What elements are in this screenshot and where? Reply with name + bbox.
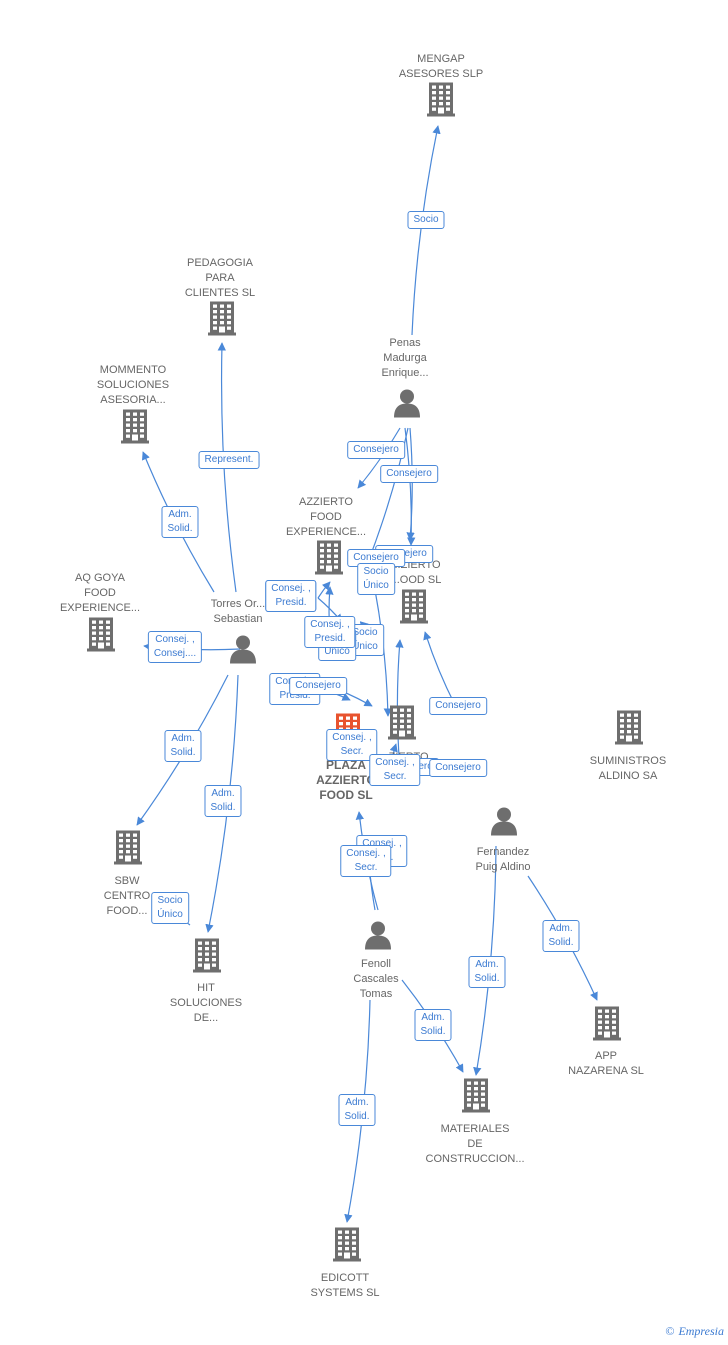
edge-label: Socio [407, 211, 445, 229]
edge-label: Consejero [289, 677, 347, 695]
company-name[interactable]: MATERIALES DE CONSTRUCCION... [425, 1123, 525, 1165]
company-building-icon[interactable] [114, 830, 142, 870]
edge-label: Consej. , Secr. [369, 754, 421, 786]
edge-label: Socio Único [151, 892, 189, 924]
company-building-icon[interactable] [400, 589, 428, 629]
company-name[interactable]: SUMINISTROS ALDINO SA [589, 755, 667, 782]
edge-label: Consejero [429, 759, 487, 777]
edge-label: Represent. [198, 451, 260, 469]
person-icon[interactable] [392, 388, 422, 423]
company-name[interactable]: AQ GOYA FOOD EXPERIENCE... [59, 572, 141, 614]
company-building-icon[interactable] [208, 301, 236, 341]
edge-line [423, 631, 456, 706]
company-name[interactable]: MENGAP ASESORES SLP [398, 53, 484, 80]
company-building-icon[interactable] [615, 710, 643, 750]
edge-line [404, 427, 416, 546]
company-name[interactable]: SBW CENTRO FOOD... [103, 875, 151, 917]
edge-label: Consejero [347, 441, 405, 459]
company-building-icon[interactable] [87, 617, 115, 657]
person-name[interactable]: Fenoll Cascales Tomas [353, 958, 399, 1000]
edge-label: Adm. Solid. [542, 920, 580, 952]
company-building-icon[interactable] [121, 409, 149, 449]
company-building-icon[interactable] [333, 1227, 361, 1267]
edge-line [411, 125, 441, 336]
company-name[interactable]: APP NAZARENA SL [568, 1050, 644, 1077]
edge-label: Adm. Solid. [468, 956, 506, 988]
person-name[interactable]: Penas Madurga Enrique... [381, 337, 429, 379]
copyright-icon: © [665, 1324, 675, 1338]
edge-label: Consej. , Secr. [340, 845, 392, 877]
brand-name: Empresia [678, 1324, 724, 1338]
company-building-icon[interactable] [388, 705, 416, 745]
edge-label: Consej. , Presid. [304, 616, 356, 648]
edge-line [317, 581, 331, 599]
company-name[interactable]: HIT SOLUCIONES DE... [169, 982, 243, 1024]
edge-label: Adm. Solid. [164, 730, 202, 762]
company-building-icon[interactable] [427, 82, 455, 122]
company-building-icon[interactable] [593, 1006, 621, 1046]
edge-line [374, 589, 393, 717]
company-name[interactable]: PEDAGOGIA PARA CLIENTES SL [184, 257, 256, 299]
edge-label: Consej. , Presid. [265, 580, 317, 612]
footer-brand: ©Empresia [665, 1324, 724, 1339]
company-name[interactable]: AZZIERTO FOOD EXPERIENCE... [285, 496, 367, 538]
edge-label: Consej. , Secr. [326, 729, 378, 761]
person-icon[interactable] [363, 920, 393, 955]
company-building-icon[interactable] [462, 1078, 490, 1118]
company-name[interactable]: PLAZA AZZIERTO FOOD SL [316, 758, 376, 802]
company-name[interactable]: EDICOTT SYSTEMS SL [310, 1272, 380, 1299]
company-building-icon[interactable] [315, 540, 343, 580]
edge-label: Adm. Solid. [161, 506, 199, 538]
person-name[interactable]: Torres Or... Sebastian [210, 598, 266, 625]
person-icon[interactable] [228, 634, 258, 669]
person-name[interactable]: Fernandez Puig Aldino [475, 846, 531, 873]
edge-label: Socio Único [357, 563, 395, 595]
edge-label: Consej. , Consej.... [147, 631, 203, 663]
company-building-icon[interactable] [193, 938, 221, 978]
edge-label: Consejero [380, 465, 438, 483]
edge-label: Adm. Solid. [414, 1009, 452, 1041]
company-name[interactable]: MOMMENTO SOLUCIONES ASESORIA... [96, 364, 170, 406]
edge-label: Consejero [429, 697, 487, 715]
person-icon[interactable] [489, 806, 519, 841]
edge-label: Adm. Solid. [338, 1094, 376, 1126]
edge-label: Adm. Solid. [204, 785, 242, 817]
